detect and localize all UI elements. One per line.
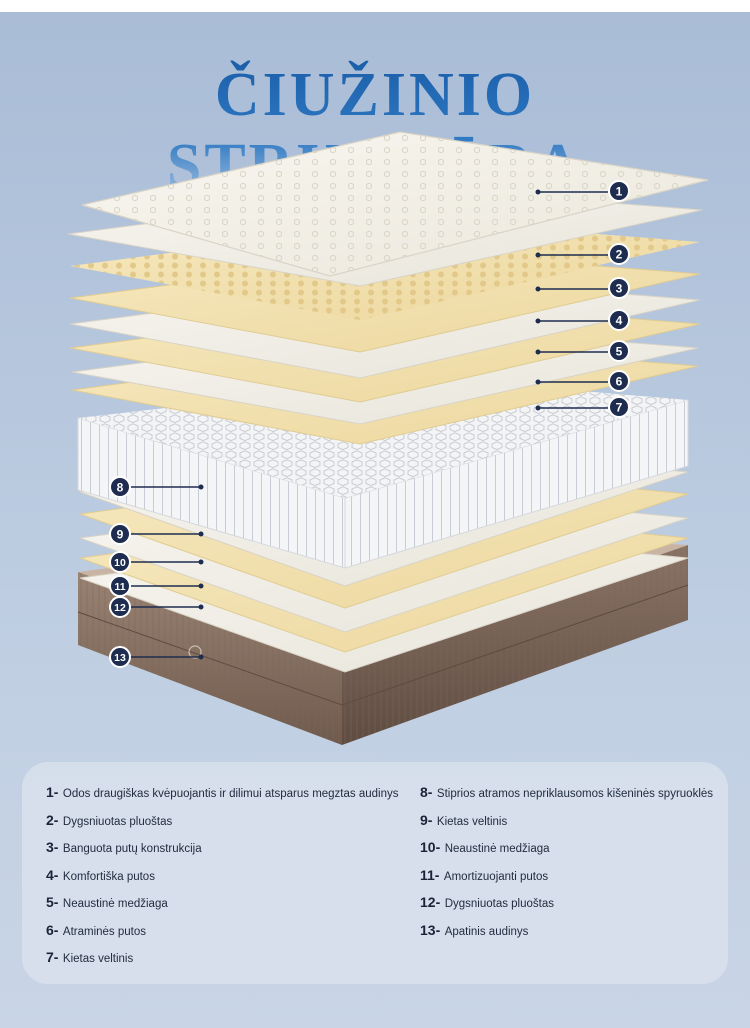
mattress-diagram: 1 2 3 4 5 6 7 8: [67, 131, 709, 745]
callout-4-label: 4: [616, 314, 623, 328]
callout-13: 13: [109, 646, 204, 668]
callout-1-label: 1: [616, 185, 623, 199]
callout-1: 1: [535, 180, 630, 202]
top-strip: [0, 0, 750, 12]
legend-item-3: 3- Banguota putų konstrukcija: [46, 839, 202, 855]
callout-8: 8: [109, 476, 204, 498]
legend-item-13: 13- Apatinis audinys: [420, 921, 529, 938]
legend-item-6: 6- Atraminės putos: [46, 921, 147, 938]
callout-10: 10: [109, 551, 204, 573]
legend-item-2: 2- Dygsniuotas pluoštas: [46, 811, 173, 828]
callout-3: 3: [535, 277, 630, 299]
legend-panel: 1- Odos draugiškas kvėpuojantis ir dilim…: [22, 762, 728, 984]
legend-item-7: 7- Kietas veltinis: [46, 949, 134, 965]
legend-item-11: 11- Amortizuojanti putos: [420, 866, 549, 883]
legend-item-5: 5- Neaustinė medžiaga: [46, 894, 168, 910]
callout-2: 2: [535, 243, 630, 265]
legend-item-8: 8- Stiprios atramos nepriklausomos kišen…: [420, 784, 714, 800]
callout-12-label: 12: [114, 602, 126, 614]
callout-5: 5: [535, 340, 630, 362]
callout-5-label: 5: [616, 345, 623, 359]
legend-item-10: 10- Neaustinė medžiaga: [420, 839, 550, 855]
callout-6-label: 6: [616, 375, 623, 389]
callout-9: 9: [109, 523, 204, 545]
callout-6: 6: [535, 370, 630, 392]
legend-item-12: 12- Dygsniuotas pluoštas: [420, 894, 554, 910]
callout-8-label: 8: [117, 481, 124, 495]
callout-7: 7: [535, 396, 630, 418]
callout-10-label: 10: [114, 557, 126, 569]
callout-3-label: 3: [616, 282, 623, 296]
legend-item-4: 4- Komfortiška putos: [46, 866, 155, 883]
layer-1-quilted-top: [81, 131, 709, 277]
legend-item-9: 9- Kietas veltinis: [420, 811, 508, 828]
callout-13-label: 13: [114, 652, 126, 664]
callout-4: 4: [535, 309, 630, 331]
callout-2-label: 2: [616, 248, 623, 262]
callout-7-label: 7: [616, 401, 623, 415]
callout-12: 12: [109, 596, 204, 618]
legend-item-1: 1- Odos draugiškas kvėpuojantis ir dilim…: [46, 784, 399, 800]
callout-9-label: 9: [117, 528, 124, 542]
callout-11-label: 11: [114, 581, 125, 593]
legend-column-left: 1- Odos draugiškas kvėpuojantis ir dilim…: [46, 784, 398, 977]
legend-column-right: 8- Stiprios atramos nepriklausomos kišen…: [420, 784, 713, 949]
